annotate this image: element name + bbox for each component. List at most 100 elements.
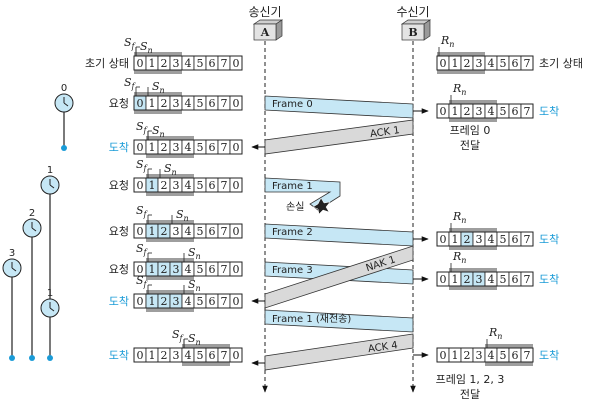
- window-digit: 4: [185, 179, 192, 192]
- window-digit: 7: [221, 295, 228, 308]
- window-digit: 2: [161, 141, 168, 154]
- window-digit: 0: [137, 57, 144, 70]
- window-digit: 1: [452, 105, 459, 118]
- window-digit: 0: [137, 263, 144, 276]
- window-digit: 2: [464, 57, 471, 70]
- window-digit: 6: [512, 273, 519, 286]
- window-digit: 7: [221, 141, 228, 154]
- window-digit: 1: [149, 263, 156, 276]
- window-digit: 7: [524, 57, 531, 70]
- window-digit: 2: [464, 349, 471, 362]
- window-digit: 4: [488, 57, 495, 70]
- window-digit: 1: [149, 225, 156, 238]
- window-digit: 6: [512, 349, 519, 362]
- window-digit: 2: [464, 233, 471, 246]
- window-digit: 5: [500, 57, 507, 70]
- window-digit: 1: [452, 233, 459, 246]
- window-digit: 0: [137, 349, 144, 362]
- sn-marker: Sn: [152, 80, 165, 95]
- window-digit: 5: [197, 263, 204, 276]
- sf-marker: Sf: [136, 120, 149, 135]
- sender-row-label: 요청: [109, 97, 129, 110]
- rn-marker: Rn: [452, 250, 466, 265]
- rn-marker: Rn: [440, 34, 454, 49]
- window-digit: 2: [161, 295, 168, 308]
- window-digit: 5: [197, 349, 204, 362]
- window-digit: 4: [185, 141, 192, 154]
- deliver-frame0: 프레임 0: [450, 124, 491, 137]
- sender-row-label: 도착: [109, 349, 129, 362]
- window-digit: 2: [161, 179, 168, 192]
- window-digit: 7: [524, 233, 531, 246]
- window-digit: 2: [161, 263, 168, 276]
- window-digit: 0: [137, 141, 144, 154]
- window-digit: 7: [221, 349, 228, 362]
- window-digit: 3: [476, 233, 483, 246]
- frame-1-resend-path: Frame 1 (재전송): [264, 309, 414, 333]
- window-digit: 5: [197, 97, 204, 110]
- window-digit: 3: [173, 57, 180, 70]
- deliver-frames123: 프레임 1, 2, 3: [436, 373, 505, 386]
- window-digit: 3: [173, 141, 180, 154]
- window-digit: 0: [440, 57, 447, 70]
- frame-2-label: Frame 2: [272, 227, 313, 238]
- timer-0-clock-icon: 0: [54, 83, 74, 151]
- ack-1-label: ACK 1: [369, 125, 400, 140]
- sn-marker: Sn: [140, 40, 153, 55]
- timer-number: 1: [47, 288, 53, 299]
- window-digit: 4: [488, 233, 495, 246]
- timer-1-clock-icon: 1: [40, 165, 60, 361]
- window-digit: 5: [197, 141, 204, 154]
- window-digit: 0: [233, 179, 240, 192]
- sn-marker: Sn: [176, 208, 189, 223]
- window-digit: 2: [464, 105, 471, 118]
- sender-row-label: 도착: [109, 141, 129, 154]
- window-digit: 6: [512, 105, 519, 118]
- timer-number: 2: [29, 208, 35, 219]
- window-digit: 3: [476, 105, 483, 118]
- window-digit: 2: [161, 97, 168, 110]
- window-digit: 1: [149, 141, 156, 154]
- ack-4-path: ACK 4: [251, 333, 429, 371]
- window-digit: 2: [161, 225, 168, 238]
- window-digit: 1: [452, 349, 459, 362]
- sender-label: A: [260, 26, 270, 39]
- window-digit: 7: [221, 97, 228, 110]
- sf-marker: Sf: [136, 242, 149, 257]
- window-digit: 7: [524, 105, 531, 118]
- window-digit: 6: [209, 349, 216, 362]
- receiver-row-label: 도착: [539, 105, 559, 118]
- window-digit: 6: [209, 263, 216, 276]
- window-digit: 1: [149, 349, 156, 362]
- sn-marker: Sn: [188, 246, 201, 261]
- timer-2-clock-icon: 2: [22, 208, 42, 361]
- window-digit: 6: [512, 57, 519, 70]
- window-digit: 0: [233, 141, 240, 154]
- window-digit: 6: [209, 97, 216, 110]
- window-digit: 7: [524, 273, 531, 286]
- window-digit: 0: [233, 57, 240, 70]
- window-digit: 0: [137, 295, 144, 308]
- frame-0-label: Frame 0: [272, 99, 313, 110]
- lost-label: 손실: [286, 201, 304, 213]
- window-digit: 3: [173, 295, 180, 308]
- window-digit: 6: [209, 179, 216, 192]
- receiver-title: 수신기: [396, 5, 429, 19]
- sn-marker: Sn: [188, 278, 201, 293]
- ack-1-path: ACK 1: [251, 119, 414, 155]
- window-digit: 0: [137, 97, 144, 110]
- receiver-label: B: [408, 26, 417, 39]
- window-digit: 0: [137, 225, 144, 238]
- rn-marker: Rn: [488, 326, 502, 341]
- window-digit: 0: [440, 105, 447, 118]
